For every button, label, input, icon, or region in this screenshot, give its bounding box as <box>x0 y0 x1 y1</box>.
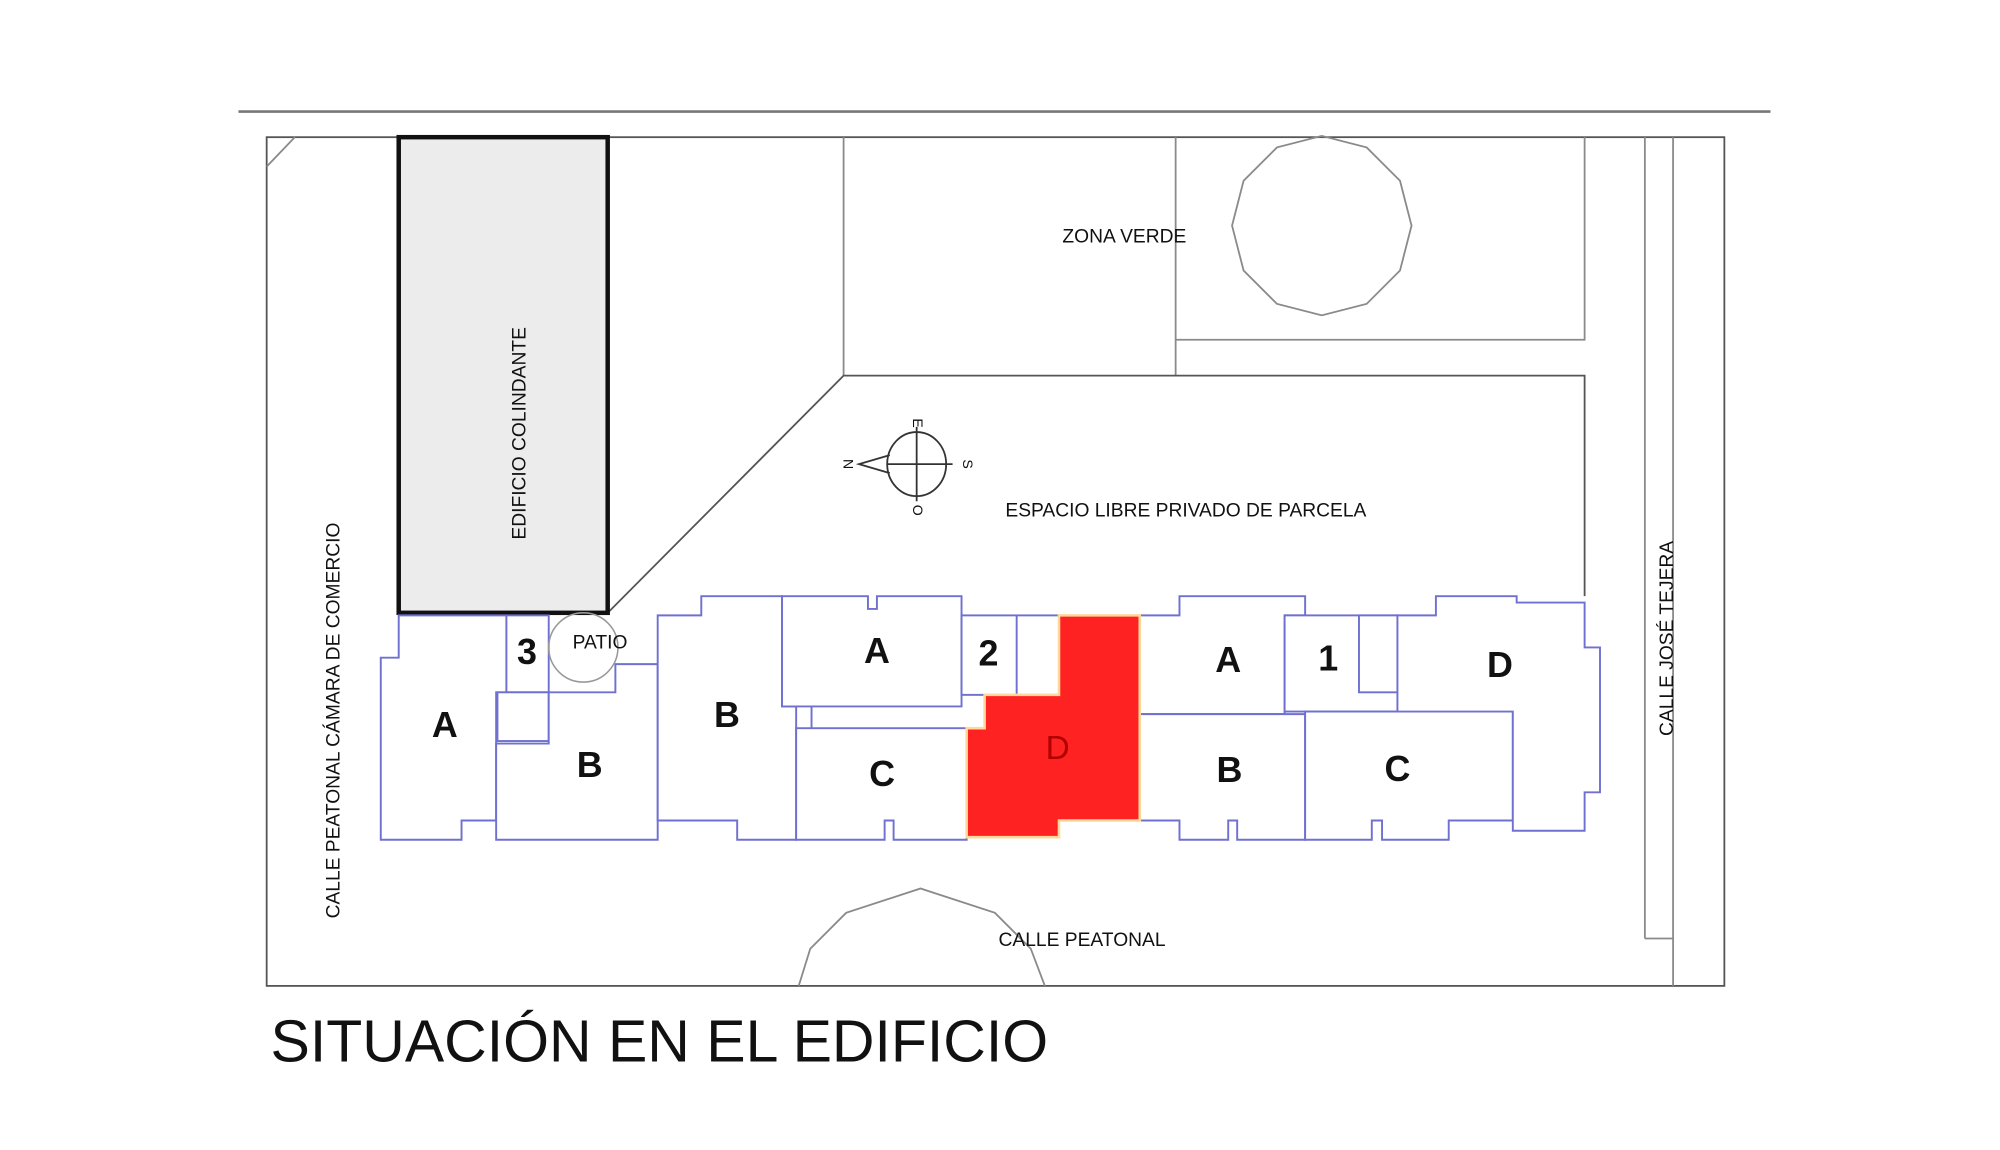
unit-left-a-label: A <box>432 705 458 745</box>
unit-selected-d-label: D <box>1046 730 1070 767</box>
stair-1-label: 1 <box>1318 639 1338 679</box>
pedestrian-plaza-arc <box>797 887 1046 987</box>
patio-label: PATIO <box>573 633 628 654</box>
unit-mid-a[interactable] <box>781 595 963 708</box>
roundabout <box>1231 134 1413 317</box>
stair-2-label: 2 <box>978 633 998 673</box>
stair-2[interactable] <box>960 614 1060 696</box>
calle-tejera-label: CALLE JOSÉ TEJERA <box>1657 541 1678 736</box>
corner-chamfer <box>266 136 296 168</box>
edificio-colindante-label: EDIFICIO COLINDANTE <box>510 327 531 539</box>
plot-boundary <box>265 136 1726 987</box>
compass-n: N <box>841 459 857 469</box>
calle-camara-label: CALLE PEATONAL CÁMARA DE COMERCIO <box>324 523 345 919</box>
unit-right-b-label: B <box>1217 750 1243 790</box>
zona-verde-area <box>842 134 1586 376</box>
compass-e: E <box>910 418 926 427</box>
unit-mid-b-label: B <box>714 695 740 735</box>
unit-selected-d[interactable] <box>965 614 1142 839</box>
espacio-libre-label: ESPACIO LIBRE PRIVADO DE PARCELA <box>1005 501 1366 522</box>
unit-mid-a-label: A <box>864 631 890 671</box>
unit-right-d-label: D <box>1487 645 1513 685</box>
unit-left-b[interactable] <box>495 663 659 841</box>
calle-tejera-lines <box>1643 137 1674 986</box>
compass-icon: N E S O <box>841 418 976 515</box>
edificio-colindante <box>396 134 610 616</box>
stair-3[interactable] <box>505 614 550 694</box>
page-title: SITUACIÓN EN EL EDIFICIO <box>271 1010 1049 1075</box>
calle-peatonal-label: CALLE PEATONAL <box>999 930 1166 951</box>
unit-left-b-label: B <box>577 745 603 785</box>
stair-3-label: 3 <box>517 632 537 672</box>
unit-mid-c-label: C <box>869 754 895 794</box>
compass-s: S <box>960 459 976 468</box>
compass-o: O <box>910 505 926 516</box>
unit-right-a-label: A <box>1215 640 1241 680</box>
patio <box>547 612 619 683</box>
unit-right-d[interactable] <box>1396 595 1601 832</box>
espacio-libre-boundary <box>607 374 1586 614</box>
lift-box <box>496 691 550 742</box>
zona-verde-label: ZONA VERDE <box>1062 226 1186 247</box>
building-floorplan <box>379 595 1601 841</box>
unit-right-c-label: C <box>1384 749 1410 789</box>
